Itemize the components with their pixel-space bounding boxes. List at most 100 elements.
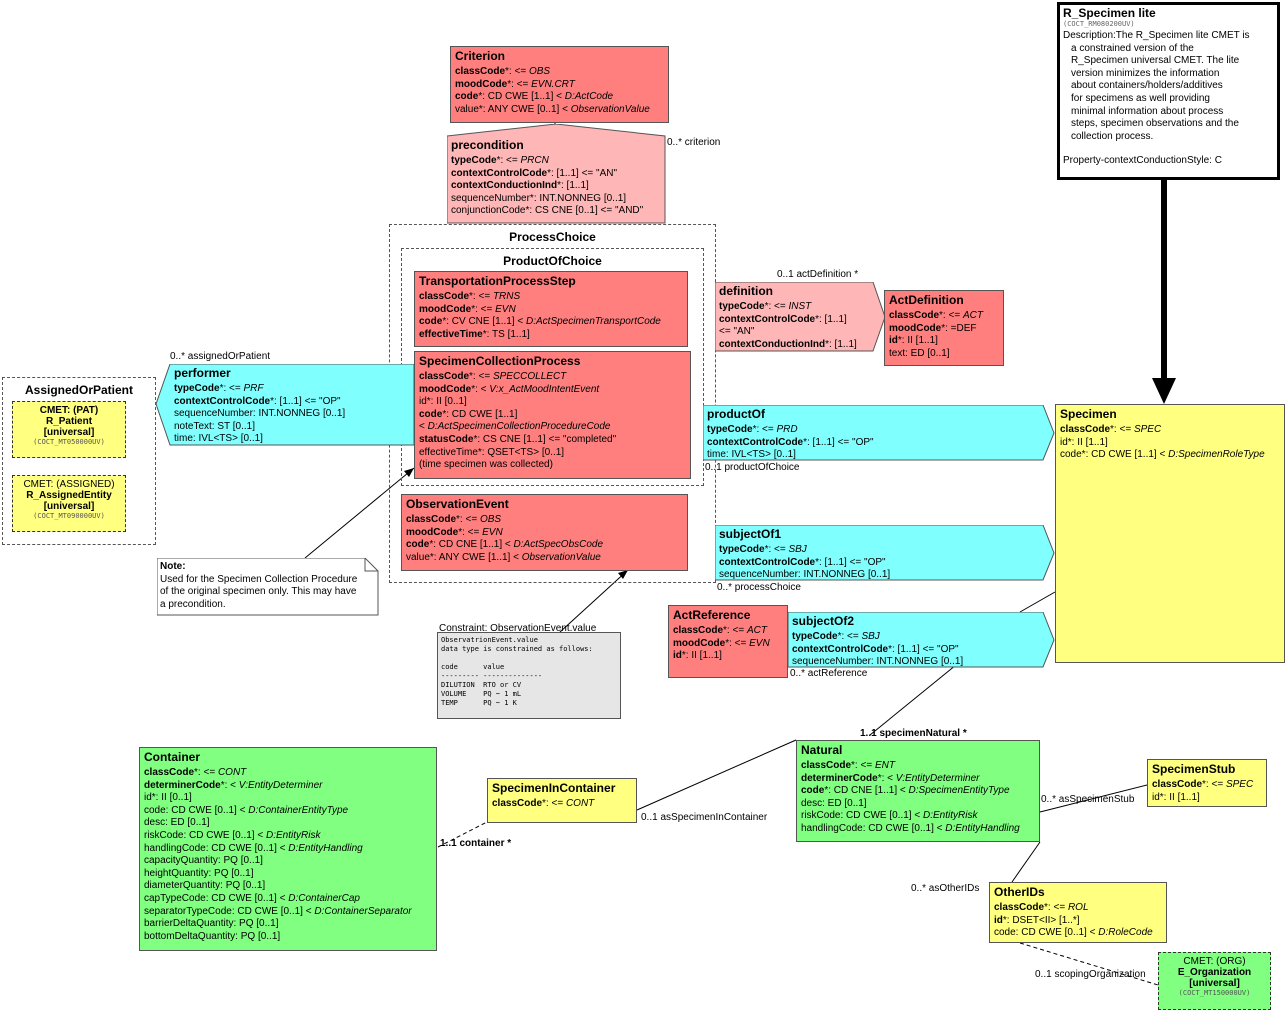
precondition-attribute: sequenceNumber*: INT.NONNEG [0..1] [451,192,627,204]
cmet-assigned-l2: R_AssignedEntity [26,490,112,501]
r-specimen-desc-line: about containers/holders/additives [1071,80,1223,92]
constraint-label: Constraint: ObservationEvent.value [439,623,597,634]
note-shape: Note: Used for the Specimen Collection P… [157,558,379,616]
observation-attribute: classCode*: <= OBS [406,514,502,525]
container-attribute: separatorTypeCode: CD CWE [0..1] < D:Con… [144,905,412,917]
container-attribute: capacityQuantity: PQ [0..1] [144,855,263,867]
collection-attribute: < D:ActSpecimenCollectionProcedureCode [419,421,611,433]
specimen-attribute: classCode*: <= SPEC [1060,424,1162,435]
productof-attribute: contextControlCode*: [1..1] <= "OP" [707,436,874,448]
r-specimen-code: (COCT_RM080200UV) [1063,20,1135,28]
subjectof2-title: subjectOf2 [792,614,855,628]
cmet-org-l2: E_Organization [1177,967,1252,978]
precondition-label: 0..* criterion [667,137,721,148]
subjectof1-title: subjectOf1 [719,527,782,541]
container-attribute: bottomDeltaQuantity: PQ [0..1] [144,930,281,942]
natural-attribute: classCode*: <= ENT [801,760,895,771]
precondition-attribute: conjunctionCode*: CS CNE [0..1] <= "AND" [451,205,644,217]
r-specimen-desc-line: version minimizes the information [1071,67,1220,79]
actreference-title: ActReference [673,608,751,622]
definition-attribute: contextConductionInd*: [1..1] [719,338,857,350]
natural-attribute: desc: ED [0..1] [801,797,867,809]
transport-attribute: classCode*: <= TRNS [419,291,521,302]
constraint-box: ObservatrionEvent.value data type is con… [437,632,621,719]
scoping-organization-label: 0..1 scopingOrganization [1035,969,1146,980]
performer-attribute: sequenceNumber: INT.NONNEG [0..1] [174,408,346,420]
transport-title: TransportationProcessStep [419,274,576,288]
transport-attribute: effectiveTime*: TS [1..1] [419,328,530,340]
natural-attribute: determinerCode*: < V:EntityDeterminer [801,772,980,784]
constraint-text: ObservatrionEvent.value data type is con… [441,636,593,707]
cmet-org-l4: (COCT_MT150000UV) [1178,989,1251,997]
precondition-attribute: contextConductionInd*: [1..1] [451,180,589,192]
transport-attribute: moodCode*: <= EVN [419,303,516,315]
actdefinition-attribute: id*: II [1..1] [889,335,938,347]
specimen-collection-process-box: SpecimenCollectionProcess classCode*: <= … [414,351,691,479]
cmet-patient-l1: CMET: (PAT) [39,405,99,416]
other-ids-attribute: classCode*: <= ROL [994,902,1089,913]
specimen-attribute: id*: II [1..1] [1060,436,1108,448]
performer-attribute: noteText: ST [0..1] [174,420,255,432]
performer-attribute: typeCode*: <= PRF [174,383,264,394]
criterion-attribute: value*: ANY CWE [0..1] < ObservationValu… [455,103,650,115]
performer-label: 0..* assignedOrPatient [170,351,271,362]
r-specimen-desc-line: steps, specimen observations and the [1071,118,1239,130]
performer-title: performer [174,366,231,380]
subjectof2-attribute: typeCode*: <= SBJ [792,631,880,642]
natural-attribute: code*: CD CNE [1..1] < D:SpecimenEntityT… [801,785,1010,797]
subject-of1-label: 0..* processChoice [717,582,801,593]
other-ids-attribute: id*: DSET<II> [1..*] [994,914,1080,926]
actdefinition-attribute: text: ED [0..1] [889,347,950,359]
cmet-patient-l4: (COCT_MT050000UV) [33,438,105,446]
r-specimen-property: Property-contextConductionStyle: C [1063,155,1222,167]
cmet-patient-l2: R_Patient [45,416,93,427]
container-attribute: classCode*: <= CONT [144,767,247,778]
collection-title: SpecimenCollectionProcess [419,354,581,368]
transportation-process-step-box: TransportationProcessStep classCode*: <= … [414,271,688,347]
collection-attribute: moodCode*: < V:x_ActMoodIntentEvent [419,383,600,395]
collection-attribute: classCode*: <= SPECCOLLECT [419,371,567,382]
note-title: Note: [160,561,186,572]
actdefinition-attribute: moodCode*: =DEF [889,322,977,334]
product-of-label: 0..1 productOfChoice [705,462,800,473]
actreference-attribute: id*: II [1..1] [673,650,722,662]
actdefinition-title: ActDefinition [889,293,964,307]
r-specimen-title: R_Specimen lite [1063,6,1156,20]
as-specimen-in-container-label: 0..1 asSpecimenInContainer [641,812,768,823]
assigned-or-patient-group [2,377,156,545]
container-attribute: heightQuantity: PQ [0..1] [144,867,254,879]
collection-attribute: effectiveTime*: QSET<TS> [0..1] [419,446,565,458]
precondition-attribute: typeCode*: <= PRCN [451,155,549,166]
r-specimen-desc-line: a constrained version of the [1071,42,1194,54]
r-specimen-desc-line: minimal information about process [1071,105,1224,117]
natural-label: 1..1 specimenNatural * [860,728,967,739]
collection-attribute: code*: CD CWE [1..1] [419,408,518,420]
subjectof2-attribute: sequenceNumber: INT.NONNEG [0..1] [792,656,964,668]
r-specimen-desc-line: R_Specimen universal CMET. The lite [1071,55,1240,67]
specimen-stub-title: SpecimenStub [1152,762,1236,776]
definition-label: 0..1 actDefinition * [777,269,859,280]
container-attribute: handlingCode: CD CWE [0..1] < D:EntityHa… [144,842,363,854]
definition-attribute: typeCode*: <= INST [719,301,812,312]
cmet-assigned-l4: (COCT_MT090000UV) [33,512,105,520]
specimen-in-container-title: SpecimenInContainer [492,781,616,795]
collection-attribute: statusCode*: CS CNE [1..1] <= "completed… [419,433,617,445]
productof-attribute: typeCode*: <= PRD [707,424,798,435]
container-attribute: capTypeCode: CD CWE [0..1] < D:Container… [144,892,360,904]
cmet-org-l1: CMET: (ORG) [1183,956,1246,967]
subjectof1-attribute: contextControlCode*: [1..1] <= "OP" [719,556,886,568]
